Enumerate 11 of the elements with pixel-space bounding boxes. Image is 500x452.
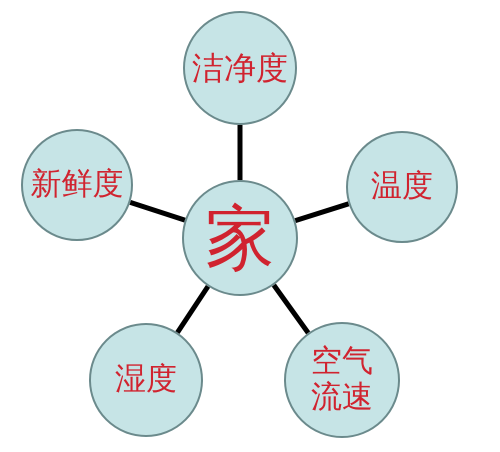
connector-line <box>272 284 310 334</box>
topic-circle: 洁净度 <box>183 11 297 125</box>
connector-line <box>129 200 186 222</box>
center-circle: 家 <box>182 180 298 296</box>
topic-circle: 新鲜度 <box>21 129 133 241</box>
connector-line <box>175 284 210 334</box>
topic-circle: 温度 <box>346 131 458 243</box>
connector-line <box>238 125 242 180</box>
topic-circle: 湿度 <box>89 323 203 437</box>
topic-circle: 空气流速 <box>284 322 400 438</box>
connector-line <box>294 201 350 223</box>
